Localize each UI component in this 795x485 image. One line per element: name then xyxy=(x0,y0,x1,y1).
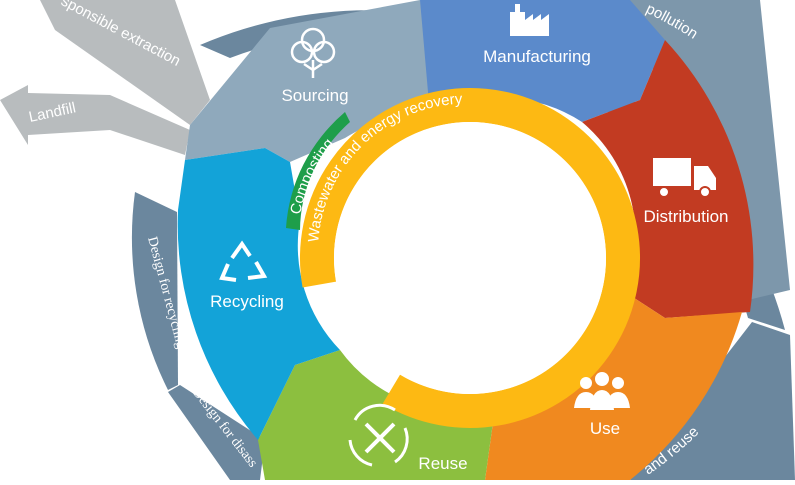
people-group-icon xyxy=(574,372,630,410)
recycle-icon xyxy=(219,240,268,282)
outer-ring-left xyxy=(131,192,178,390)
center-hole xyxy=(334,122,606,394)
composting-band xyxy=(286,112,350,230)
inner-yellow-ring xyxy=(300,88,640,428)
outer-ring-bottom-left xyxy=(168,385,265,480)
cotton-plant-icon xyxy=(290,27,336,78)
extraction-arrow xyxy=(40,0,210,125)
delivery-truck-icon xyxy=(653,158,716,198)
sourcing-label: Sourcing xyxy=(281,86,348,105)
distribution-label: Distribution xyxy=(643,207,728,226)
manufacturing-label: Manufacturing xyxy=(483,47,591,66)
recycling-label: Recycling xyxy=(210,292,284,311)
reuse-label: Reuse xyxy=(418,454,467,473)
reuse-segment[interactable] xyxy=(258,350,495,480)
use-label: Use xyxy=(590,419,620,438)
factory-icon xyxy=(510,4,549,36)
tools-cycle-icon xyxy=(348,403,409,467)
landfill-arrow xyxy=(0,85,190,155)
